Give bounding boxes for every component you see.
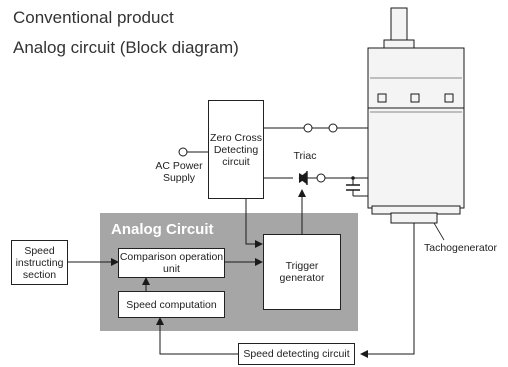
ac-power-terminal: [178, 147, 188, 157]
triac-label: Triac: [293, 150, 317, 162]
diagram-subtitle: Analog circuit (Block diagram): [13, 38, 239, 57]
tachogenerator-label: Tachogenerator: [424, 242, 497, 254]
motor-body: [367, 107, 465, 209]
analog-circuit-label: Analog Circuit: [111, 221, 214, 238]
tachogenerator-body: [390, 212, 438, 224]
wire-speed-detecting-to-computation: [156, 317, 238, 355]
zero-cross-detecting-box: Zero Cross Detecting circuit: [208, 100, 264, 199]
tachogenerator-pointer: [433, 222, 445, 241]
gearhead-notch-left: [377, 93, 387, 103]
terminal-triac: [316, 173, 326, 183]
gearhead-notch-right: [410, 93, 420, 103]
speed-detecting-box: Speed detecting circuit: [238, 343, 355, 365]
terminal-top-right: [328, 123, 338, 133]
ac-power-label: AC Power Supply: [155, 160, 203, 184]
motor-shaft: [390, 7, 408, 45]
comparison-operation-box: Comparison operation unit: [118, 248, 225, 278]
speed-computation-box: Speed computation: [118, 291, 225, 318]
diagram-title: Conventional product: [13, 8, 174, 27]
terminal-top-left: [303, 123, 313, 133]
wire-tacho-to-speed-detecting: [360, 223, 415, 358]
motor-graphic: [367, 7, 465, 224]
triac-symbol-left: [298, 172, 307, 184]
trigger-generator-box: Trigger generator: [263, 234, 341, 310]
wire-zero-cross-to-trigger: [245, 199, 263, 248]
speed-instructing-box: Speed instructing section: [11, 240, 68, 285]
gearhead-notch-far: [444, 93, 454, 103]
